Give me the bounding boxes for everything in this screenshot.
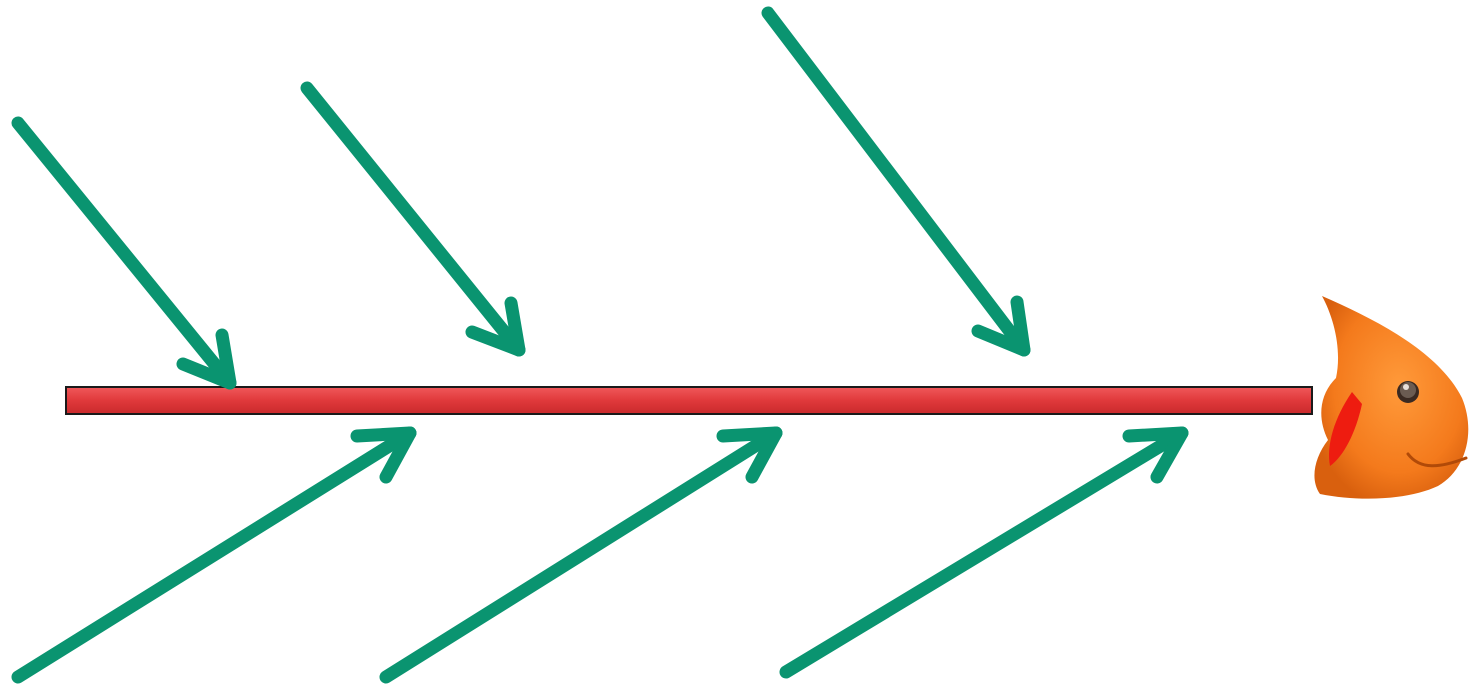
upper-bone-1 — [18, 123, 230, 383]
upper-bone-3 — [768, 13, 1024, 350]
lower-bone-3 — [786, 433, 1182, 672]
upper-bones — [18, 13, 1024, 383]
fish-head-icon — [1314, 296, 1468, 499]
spine — [66, 387, 1312, 414]
lower-bones — [18, 433, 1182, 677]
upper-bone-2 — [307, 88, 519, 350]
lower-bone-1 — [18, 433, 410, 677]
lower-bone-2 — [386, 433, 776, 677]
